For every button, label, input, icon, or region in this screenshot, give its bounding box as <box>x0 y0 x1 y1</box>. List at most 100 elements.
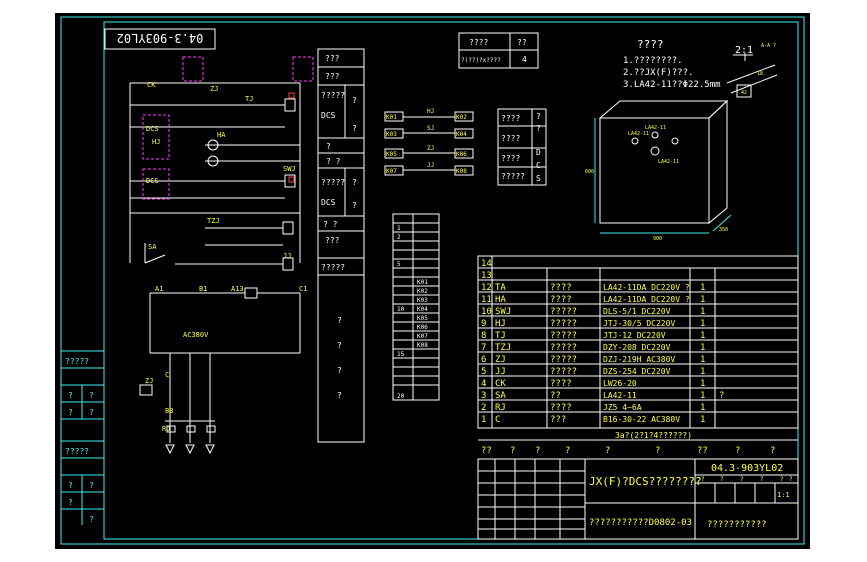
relay-tag: K07 <box>386 168 397 175</box>
bom-cell-no: 12 <box>481 283 492 293</box>
label-dcs-2: DCS <box>146 177 159 185</box>
bom-cell-no: 2 <box>481 403 486 413</box>
bom-cell-no: 9 <box>481 319 486 329</box>
bom-cell-code: TJ <box>495 331 506 341</box>
cabinet-labels: LA42-11 LA42-11 LA42-11 600 900 350 <box>585 125 728 242</box>
left-strip-cell: ? <box>68 391 73 400</box>
bom-cell-no: 13 <box>481 271 492 281</box>
title-block <box>477 458 799 540</box>
bom-cell-qty: 1 <box>700 391 705 401</box>
left-revision-strip <box>61 350 104 525</box>
relay-contact: SJ <box>427 125 434 132</box>
bom-cell-code: JJ <box>495 367 506 377</box>
cabinet-height: 600 <box>585 169 594 175</box>
bom-cell-no: 6 <box>481 355 486 365</box>
mid-cell: ? <box>352 178 357 187</box>
drawing-scale: 1:1 <box>777 491 790 499</box>
company-name: ??????????? <box>707 520 767 530</box>
terminal-numbers: 1 2 5 10 15 20 K01 K02 K03 K04 K05 K06 K… <box>397 225 428 400</box>
scale-cell: ? <box>701 476 705 483</box>
note-item: 2.??JX(F)???. <box>623 68 693 78</box>
label-tj: TJ <box>245 95 253 103</box>
relay-tag: K01 <box>386 114 397 121</box>
bom-cell-code: SA <box>495 391 506 401</box>
notes: ???? 1.????????. 2.??JX(F)???. 3.LA42-11… <box>623 38 721 90</box>
bom-cell-spec: DZY-208 DC220V <box>603 343 671 352</box>
left-strip-cell: ? <box>89 481 94 490</box>
terminal-code: K06 <box>417 324 428 331</box>
left-strip-labels: ????? ? ? ? ? ????? ? ? ? ? <box>65 357 94 524</box>
terminal-number: 10 <box>397 306 405 313</box>
bom-cell-spec: JTJ-12 DC220V <box>603 331 666 340</box>
terminal-number: 20 <box>397 393 405 400</box>
mid-cell: ? <box>337 316 342 325</box>
terminal-number: 15 <box>397 351 405 358</box>
bom-cell-no: 8 <box>481 331 486 341</box>
bom-header-cell: ?? <box>697 446 708 456</box>
left-strip-cell: ????? <box>65 357 89 366</box>
bom-header: 3a?(2?1?4??????) ?? ? ? ? ? ? ?? ? ? <box>481 431 775 456</box>
label-swj: SWJ <box>283 165 296 173</box>
detail-labels: 2:1 A-A ? 18 42 <box>735 43 776 96</box>
top-table-cell: ?? <box>517 38 527 47</box>
detail-view <box>726 53 778 98</box>
relay-contact: JJ <box>427 162 434 169</box>
relay-tag: K02 <box>456 114 467 121</box>
bom-table <box>477 255 799 460</box>
mid-cell: ??? <box>325 72 340 81</box>
terminal-code: K08 <box>417 342 428 349</box>
bom-cell-code: TA <box>495 283 506 293</box>
mid-cell: DCS <box>321 198 336 207</box>
bom-header-cell: ? <box>605 446 610 456</box>
terminal-code: K03 <box>417 297 428 304</box>
bom-cell-qty: 1 <box>700 307 705 317</box>
scale-cell: ? <box>720 476 724 483</box>
cabinet-depth: 350 <box>719 227 728 233</box>
dcs-vertical: S <box>536 174 541 183</box>
cabinet-width: 900 <box>653 236 662 242</box>
dcs-box-labels: ???? ???? ???? ????? ? ? D C S <box>501 112 541 183</box>
bom-cell-name: ???? <box>550 295 572 305</box>
dcs-label: ????? <box>501 172 525 181</box>
top-table-cell: ?(??)?x???? <box>461 57 501 64</box>
detail-dim: 42 <box>741 90 747 96</box>
relay-tag: K06 <box>456 151 467 158</box>
terminal-code: K05 <box>417 315 428 322</box>
detail-dim: 18 <box>757 71 763 77</box>
bom-cell-spec: JTJ-30/5 DC220V <box>603 319 675 328</box>
mid-column <box>317 48 365 443</box>
outer-frame <box>60 16 805 545</box>
label-a13: A13 <box>231 285 244 293</box>
dcs-label: ???? <box>501 114 520 123</box>
top-table-cell: ???? <box>469 38 488 47</box>
label-a1: A1 <box>155 285 163 293</box>
mid-cell: ??? <box>325 236 340 245</box>
bom-cell-name: ????? <box>550 367 577 377</box>
drawing-number-mirrored: 04.3-903YL02 <box>104 28 216 50</box>
mid-column-labels: ??? ??? ????? ? DCS ? ? ? ? ????? ? DCS … <box>321 54 357 400</box>
bom-sub-note: 3a?(2?1?4??????) <box>615 431 692 440</box>
bom-cell-qty: 1 <box>700 283 705 293</box>
relay-contact: HJ <box>427 108 434 115</box>
relay-tag: K08 <box>456 168 467 175</box>
mid-cell: DCS <box>321 111 336 120</box>
bom-cell-no: 5 <box>481 367 486 377</box>
mid-cell: ? ? <box>326 157 341 166</box>
mid-cell: ? <box>337 366 342 375</box>
bom-cell-spec: JZ5 4~6A <box>603 403 642 412</box>
relay-tag: K03 <box>386 131 397 138</box>
bom-cell-qty: 1 <box>700 367 705 377</box>
bom-cell-no: 11 <box>481 295 492 305</box>
left-strip-cell: ? <box>89 391 94 400</box>
left-strip-cell: ? <box>89 515 94 524</box>
bom-cell-spec: LA42-11DA DC220V ? <box>603 283 690 292</box>
cabinet-top-label: LA42-11 <box>645 125 666 131</box>
bom-cell-spec: B16-30-22 AC380V <box>603 415 680 424</box>
red-markers <box>288 92 295 183</box>
left-strip-cell: ? <box>89 408 94 417</box>
bom-cell-qty: 1 <box>700 379 705 389</box>
bom-cell-no: 10 <box>481 307 492 317</box>
drawing-number: 04.3-903YL02 <box>711 463 783 474</box>
terminal-code: K07 <box>417 333 428 340</box>
scale-cell: ? <box>789 476 793 483</box>
